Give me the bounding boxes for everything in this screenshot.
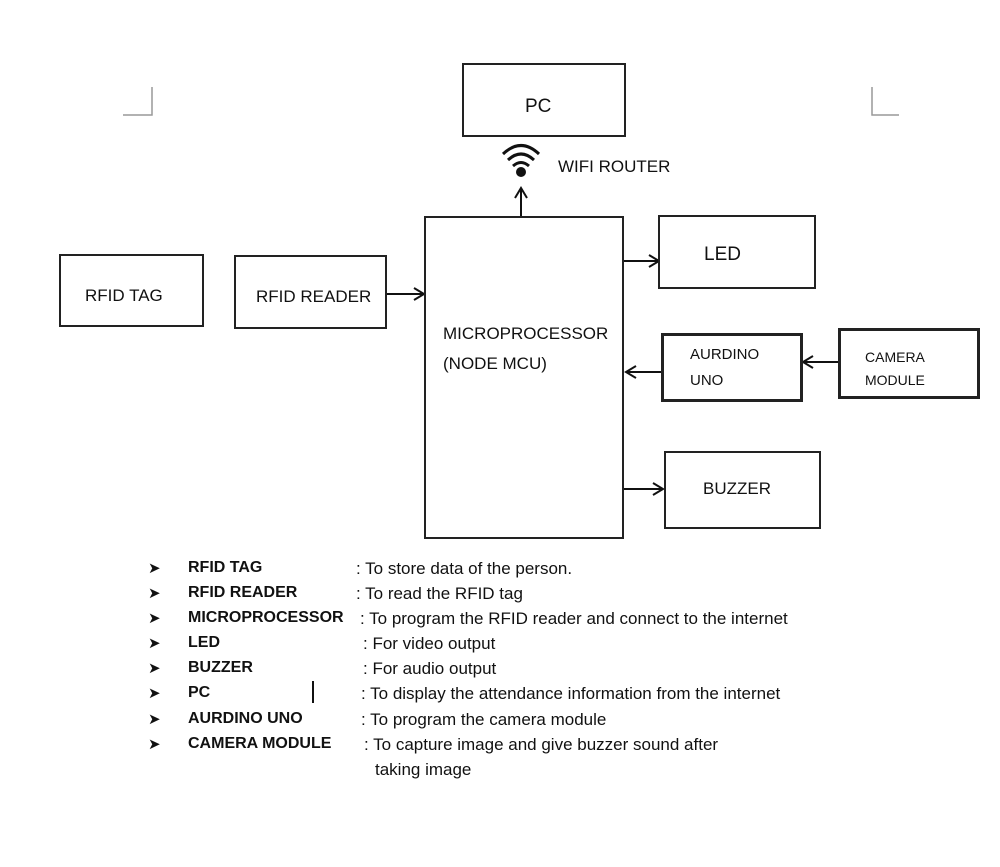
pc-block: PC xyxy=(462,63,626,137)
microprocessor-label-line1: MICROPROCESSOR xyxy=(443,324,609,343)
arrowhead-bullet-icon: ➤ xyxy=(148,610,161,627)
crop-mark-left xyxy=(123,87,153,116)
aurdino-uno-block: AURDINO UNO xyxy=(661,333,803,402)
arrowhead-bullet-icon: ➤ xyxy=(148,660,161,677)
rfid-reader-label: RFID READER xyxy=(256,287,372,306)
legend-term: PC xyxy=(188,684,211,701)
arrowhead-bullet-icon: ➤ xyxy=(148,736,161,753)
microprocessor-block: MICROPROCESSOR (NODE MCU) xyxy=(424,216,624,539)
camera-module-block: CAMERA MODULE xyxy=(838,328,980,399)
legend-continuation: taking image xyxy=(375,760,472,779)
legend-term: RFID READER xyxy=(188,584,298,601)
legend-desc: : To store data of the person. xyxy=(356,559,573,578)
rfid-reader-block: RFID READER xyxy=(234,255,387,329)
legend-desc: : To program the camera module xyxy=(361,710,607,729)
led-block: LED xyxy=(658,215,816,289)
wifi-icon xyxy=(501,144,541,177)
crop-mark-right xyxy=(871,87,899,116)
legend-term: RFID TAG xyxy=(188,559,263,576)
buzzer-block: BUZZER xyxy=(664,451,821,529)
legend-desc: : To read the RFID tag xyxy=(356,584,523,603)
legend-desc: : To display the attendance information … xyxy=(361,684,781,703)
legend-term: CAMERA MODULE xyxy=(188,735,332,752)
camera-label-line1: CAMERA xyxy=(865,349,925,365)
arrowhead-bullet-icon: ➤ xyxy=(148,685,161,702)
pc-label: PC xyxy=(525,96,552,117)
aurdino-label-line2: UNO xyxy=(690,372,724,389)
legend-term: MICROPROCESSOR xyxy=(188,609,344,626)
legend-term: LED xyxy=(188,634,220,651)
arrowhead-bullet-icon: ➤ xyxy=(148,585,161,602)
rfid-tag-label: RFID TAG xyxy=(85,286,163,305)
arrowhead-bullet-icon: ➤ xyxy=(148,560,161,577)
led-label: LED xyxy=(704,244,741,265)
legend-desc: : To capture image and give buzzer sound… xyxy=(364,735,719,754)
camera-label-line2: MODULE xyxy=(865,372,925,388)
arrowhead-bullet-icon: ➤ xyxy=(148,635,161,652)
rfid-tag-block: RFID TAG xyxy=(59,254,204,327)
legend-desc: : To program the RFID reader and connect… xyxy=(360,609,788,628)
buzzer-label: BUZZER xyxy=(703,479,771,498)
legend-term: AURDINO UNO xyxy=(188,710,303,727)
legend-desc: : For audio output xyxy=(363,659,497,678)
legend-term: BUZZER xyxy=(188,659,253,676)
wifi-router-label: WIFI ROUTER xyxy=(558,157,671,176)
arrowhead-bullet-icon: ➤ xyxy=(148,711,161,728)
legend-desc: : For video output xyxy=(363,634,496,653)
microprocessor-label-line2: (NODE MCU) xyxy=(443,354,547,373)
aurdino-label-line1: AURDINO xyxy=(690,346,760,363)
